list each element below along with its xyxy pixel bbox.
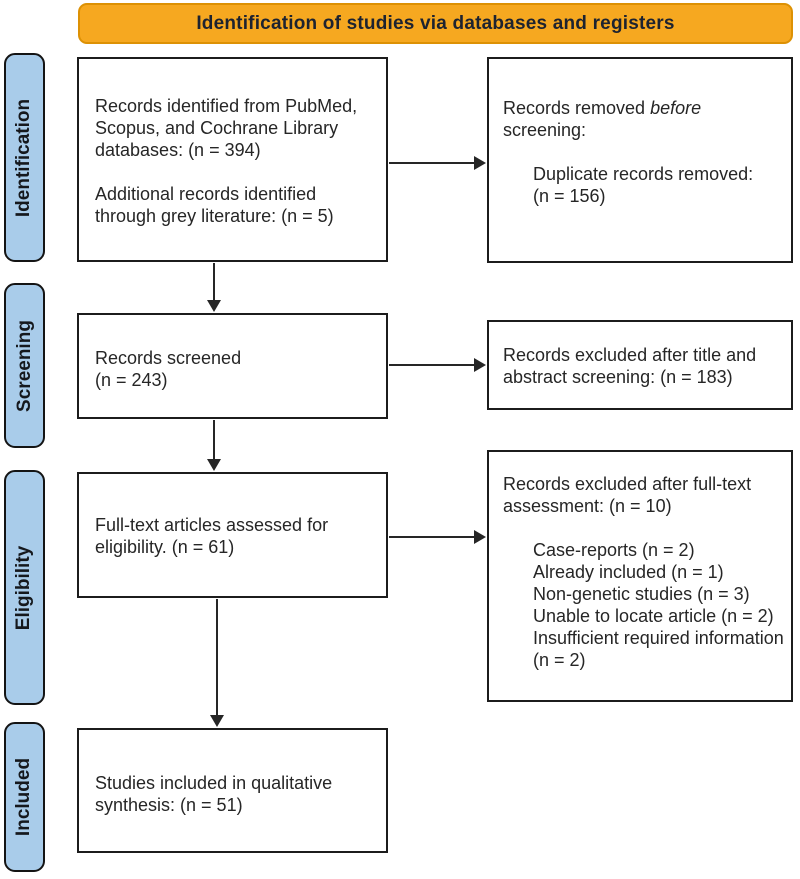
text-line: assessment: (n = 10) [503,496,672,516]
text-line: Full-text articles assessed for [95,515,329,535]
text-line: Scopus, and Cochrane Library [95,118,339,138]
text-line: Already included (n = 1) [533,562,724,582]
text-line: screening: [503,120,587,140]
text-line: Unable to locate article (n = 2) [533,606,774,626]
arrow-right-fulltext-to-excluded [389,530,486,544]
text-line: Records identified from PubMed, [95,96,358,116]
text-line: Studies included in qualitative [95,773,333,793]
text-line: Additional records identified [95,184,317,204]
arrowhead-icon [210,715,224,727]
text-block: Records identified from PubMed,Scopus, a… [95,95,378,161]
arrow-shaft [389,364,474,366]
text-line: Records removed before [503,97,785,119]
reason-list: Duplicate records removed:(n = 156) [533,163,785,207]
arrowhead-icon [474,530,486,544]
arrow-down-screened-to-fulltext [207,420,221,471]
arrowhead-icon [474,156,486,170]
text-line: Non-genetic studies (n = 3) [533,584,750,604]
stage-label-text: Included [13,757,35,837]
reason-list: Case-reports (n = 2)Already included (n … [533,539,785,671]
text-line: Duplicate records removed: [533,164,754,184]
text-block: Records screened(n = 243) [95,347,378,391]
text-line: databases: (n = 394) [95,140,261,160]
stage-label-text: Identification [13,98,35,217]
arrow-shaft [213,420,215,459]
arrow-down-fulltext-to-included [210,599,224,727]
arrowhead-icon [207,300,221,312]
arrow-down-identified-to-screened [207,263,221,312]
text-line: Case-reports (n = 2) [533,540,695,560]
arrowhead-icon [207,459,221,471]
stage-label-text: Screening [13,319,35,412]
arrowhead-icon [474,358,486,372]
text-segment-italic: before [650,98,702,118]
text-line: (n = 156) [533,186,606,206]
box-records-removed: Records removed before screening: Duplic… [487,57,793,263]
text-line: Insufficient required information (n = 2… [533,628,784,670]
text-line: Records excluded after title and [503,345,757,365]
arrow-right-identified-to-removed [389,156,486,170]
box-records-identified: Records identified from PubMed,Scopus, a… [77,57,388,262]
text-line: synthesis: (n = 51) [95,795,243,815]
arrow-shaft [213,263,215,300]
text-line: through grey literature: (n = 5) [95,206,334,226]
text-line: Records screened [95,348,242,368]
text-line: Records excluded after full-text [503,474,752,494]
stage-label-text: Eligibility [13,545,35,630]
arrow-shaft [389,162,474,164]
text-line: eligibility. (n = 61) [95,537,235,557]
text-line: abstract screening: (n = 183) [503,367,733,387]
arrow-shaft [389,536,474,538]
stage-label-included: Included [4,722,45,872]
stage-label-identification: Identification [4,53,45,262]
text-segment: Records removed [503,98,651,118]
banner-title: Identification of studies via databases … [78,3,793,44]
stage-label-eligibility: Eligibility [4,470,45,705]
text-line: (n = 243) [95,370,168,390]
box-records-screened: Records screened(n = 243) [77,313,388,419]
stage-label-screening: Screening [4,283,45,448]
arrow-shaft [216,599,218,715]
arrow-right-screened-to-excluded [389,358,486,372]
